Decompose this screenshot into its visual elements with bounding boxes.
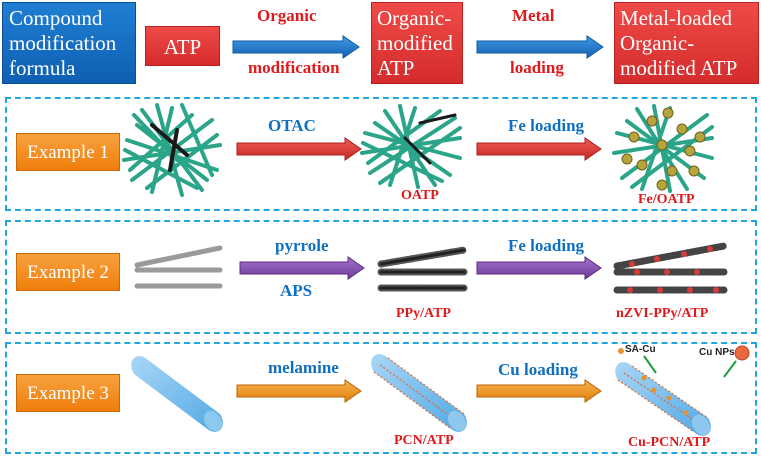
example-1-label: Example 1 [16,133,120,171]
legend-sa-cu: SA-Cu [625,344,656,355]
example-3-arrow-1 [236,379,362,403]
example-3-step2-label: Cu loading [498,360,578,379]
example-3-arrow-2 [476,379,602,403]
example-2-label: Example 2 [16,253,120,291]
compound-formula-box: Compound modification formula [2,2,136,84]
metal-loaded-label: Metal-loaded Organic-modified ATP [620,6,738,80]
example-1-panel [5,97,757,211]
organic-modified-atp-label: Organic-modified ATP [377,6,453,80]
atp-label: ATP [163,35,202,59]
organic-modified-atp-box: Organic-modified ATP [371,2,463,84]
example-2-product-2: nZVI-PPy/ATP [616,306,709,321]
example-1-product-1: OATP [401,188,439,203]
example-2-step1-label: pyrrole [275,236,329,255]
header-arrow-1 [232,35,360,59]
example-1-step2-label: Fe loading [508,116,585,135]
oatp-fibers [360,104,462,189]
cu-legend [618,345,750,378]
example-2-step2-label: Fe loading [508,236,585,255]
legend-cu-nps: Cu NPs [699,347,735,358]
example-1-arrow-2 [476,137,602,161]
atp-rods-2 [134,245,223,289]
example-2-step1b-label: APS [280,281,313,300]
example-2-arrow-1 [239,256,365,280]
pcn-atp-tube [371,354,467,432]
example-3-label: Example 3 [16,374,120,412]
header-arrow-2 [476,35,604,59]
atp-box: ATP [145,26,220,66]
nzvi-ppy-atp-rods [613,242,728,294]
cu-pcn-atp-tube [615,362,711,436]
compound-formula-label: Compound modification formula [9,6,117,80]
organic-mod-label-2: modification [248,58,340,77]
metal-label-1: Metal [512,6,555,25]
atp-tube-3 [131,356,223,432]
example-3-product-1: PCN/ATP [394,433,454,448]
organic-mod-label-1: Organic [257,6,317,25]
example-3-product-2: Cu-PCN/ATP [628,435,711,450]
ppy-atp-rods [377,246,468,292]
example-1-step1-label: OTAC [268,116,316,135]
example-1-product-2: Fe/OATP [638,192,695,207]
example-2-product-1: PPy/ATP [396,306,451,321]
example-3-step1-label: melamine [268,358,339,377]
metal-label-2: loading [510,58,564,77]
atp-fibers-1 [122,103,222,197]
metal-loaded-box: Metal-loaded Organic-modified ATP [614,2,759,84]
example-1-arrow-1 [236,137,362,161]
example-2-panel [5,220,757,334]
example-2-arrow-2 [476,256,602,280]
fe-oatp-fibers [612,104,714,193]
example-3-panel [5,342,757,454]
